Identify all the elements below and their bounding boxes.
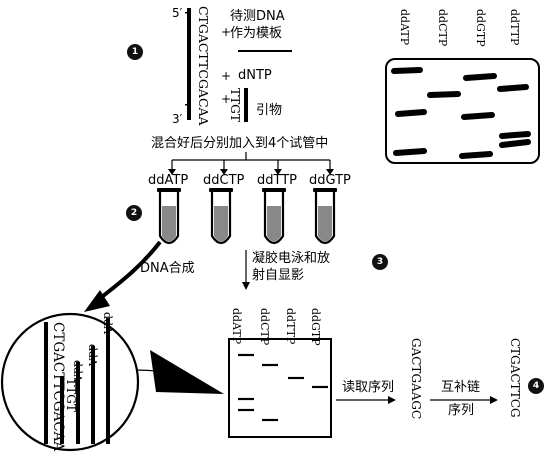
synthesis-arrow xyxy=(96,240,162,302)
top-gel-lane-label: ddCTP xyxy=(436,9,449,47)
prime-5-label: 5′ xyxy=(172,6,183,20)
step-3-badge: 3 xyxy=(372,254,388,270)
prime-3-label: 3′ xyxy=(172,112,183,126)
mix-instruction: 混合好后分别加入到4个试管中 xyxy=(151,136,329,151)
template-sequence: CTGACTTCGACAA xyxy=(196,6,211,126)
zoom-circle xyxy=(0,312,140,452)
test-tubes xyxy=(158,188,336,245)
tube-label: ddCTP xyxy=(203,173,245,188)
read-sequence: GACTGAAGC xyxy=(409,338,423,420)
distribution-arrowheads xyxy=(168,169,334,175)
plus-sign-1: + xyxy=(221,25,232,39)
dntp-label: dNTP xyxy=(238,68,272,83)
distribution-arrow xyxy=(171,152,331,172)
gel-lane-label: ddTTP xyxy=(284,308,297,345)
read-sequence-label: 读取序列 xyxy=(342,380,395,395)
template-label-line1: 待测DNA xyxy=(230,9,285,24)
tube-liquid xyxy=(162,206,332,242)
tube-rims xyxy=(157,188,337,192)
template-strand xyxy=(187,8,191,120)
tube-label: ddTTP xyxy=(257,173,297,188)
complement-label-line1: 互补链 xyxy=(441,380,481,395)
primer-label: 引物 xyxy=(256,103,283,118)
tube-label: ddATP xyxy=(148,173,189,188)
gel-lane-label: ddGTP xyxy=(309,308,322,346)
primer-strand xyxy=(244,88,248,122)
template-tick-marks xyxy=(185,12,191,106)
dna-synthesis-label: DNA合成 xyxy=(140,261,195,276)
zoom-strands xyxy=(44,318,110,444)
zoom-primer-sequence: TTGT xyxy=(64,378,78,412)
top-gel-lane-label: ddGTP xyxy=(474,9,487,47)
top-gel-lane-label: ddTTP xyxy=(508,9,521,46)
step-4-badge: 4 xyxy=(528,378,544,394)
plus-sign-2: + xyxy=(221,69,232,83)
top-gel-lane-label: ddATP xyxy=(398,9,411,46)
top-gel-box xyxy=(385,58,540,164)
gel-bands xyxy=(238,353,328,422)
electrophoresis-label-line2: 射自显影 xyxy=(252,268,305,283)
magnify-arrowhead xyxy=(150,350,224,394)
template-sample-line xyxy=(238,50,292,52)
gel-lane-label: ddCTP xyxy=(258,308,271,346)
gel-lane-label: ddATP xyxy=(230,308,243,345)
electrophoresis-label-line1: 凝胶电泳和放 xyxy=(252,251,331,266)
primer-sequence: TTGT xyxy=(228,88,242,122)
template-label-line2: 作为模板 xyxy=(230,26,283,41)
top-gel-bands xyxy=(391,67,531,159)
tube-label: ddGTP xyxy=(309,173,351,188)
gel-box xyxy=(228,338,332,438)
synthesis-arrowhead xyxy=(84,290,110,312)
step-1-badge: 1 xyxy=(127,44,143,60)
complement-label-line2: 序列 xyxy=(448,403,475,418)
complement-sequence: CTGACTTCG xyxy=(508,338,522,418)
step-2-badge: 2 xyxy=(126,205,142,221)
plus-sign-3: + xyxy=(221,92,232,106)
